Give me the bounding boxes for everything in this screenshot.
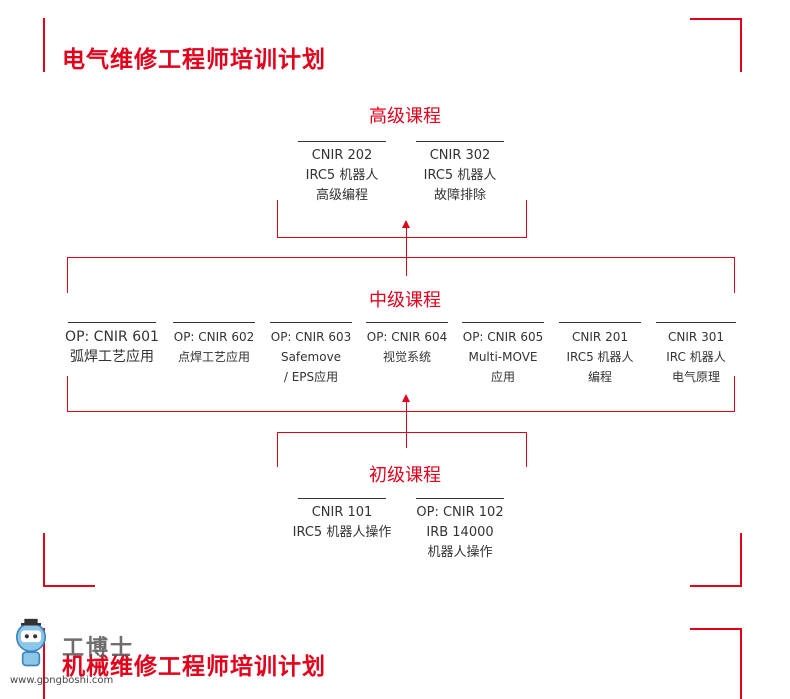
course-line: IRB 14000	[426, 525, 494, 540]
frame-corner-mid-right-v	[740, 533, 742, 587]
level-advanced-label: 高级课程	[369, 106, 441, 127]
course-line: IRC 机器人	[666, 350, 726, 364]
course-line: IRC5 机器人	[305, 168, 379, 183]
page-title-bottom: 机械维修工程师培训计划	[62, 654, 326, 680]
course-code: CNIR 202	[311, 148, 373, 163]
course-intermediate-7: CNIR 301 IRC 机器人 电气原理	[648, 322, 744, 387]
course-code: OP: CNIR 601	[65, 329, 159, 345]
frame-corner-bottom-right-h	[690, 628, 742, 630]
robot-mascot-logo	[15, 618, 46, 667]
intermediate-bracket-bottom	[67, 411, 735, 412]
course-line: IRC5 机器人	[423, 168, 497, 183]
course-code: OP: CNIR 102	[416, 505, 504, 520]
course-line: 应用	[490, 370, 515, 384]
level-intermediate-label: 中级课程	[369, 290, 441, 311]
course-advanced-1: CNIR 202 IRC5 机器人 高级编程	[296, 141, 388, 206]
level-beginner-label: 初级课程	[369, 465, 441, 486]
course-beginner-1: CNIR 101 IRC5 机器人操作	[286, 498, 398, 543]
course-divider	[462, 322, 544, 323]
course-line: IRC5 机器人操作	[292, 525, 392, 540]
course-line: 机器人操作	[427, 545, 493, 560]
intermediate-bracket-right-top	[734, 257, 735, 293]
course-line: Multi-MOVE	[468, 350, 538, 364]
arrow-up-icon	[402, 394, 410, 402]
course-intermediate-1: OP: CNIR 601 弧焊工艺应用	[63, 322, 161, 367]
course-line: 电气原理	[671, 370, 720, 384]
intermediate-bracket-left-bottom	[67, 376, 68, 412]
course-divider	[298, 498, 386, 499]
watermark-url: www.gongboshi.com	[10, 675, 114, 686]
course-code: CNIR 301	[668, 330, 724, 344]
course-intermediate-2: OP: CNIR 602 点焊工艺应用	[166, 322, 262, 367]
course-divider	[416, 498, 504, 499]
frame-corner-mid-right-h	[690, 585, 742, 587]
course-intermediate-5: OP: CNIR 605 Multi-MOVE 应用	[455, 322, 551, 387]
frame-corner-mid-left-v	[43, 533, 45, 587]
frame-corner-bottom-right-v	[740, 628, 742, 699]
frame-corner-bottom-left-v	[43, 628, 45, 699]
course-line: IRC5 机器人	[566, 350, 634, 364]
course-intermediate-3: OP: CNIR 603 Safemove / EPS应用	[263, 322, 359, 387]
course-beginner-2: OP: CNIR 102 IRB 14000 机器人操作	[410, 498, 510, 563]
course-divider	[173, 322, 255, 323]
beginner-bracket	[277, 432, 527, 467]
watermark-brand: 工博士	[62, 635, 135, 661]
course-intermediate-4: OP: CNIR 604 视觉系统	[359, 322, 455, 367]
course-divider	[416, 141, 504, 142]
course-line: 故障排除	[433, 188, 486, 203]
course-code: OP: CNIR 604	[366, 330, 448, 344]
intermediate-bracket-right-bottom	[734, 376, 735, 412]
course-code: CNIR 201	[572, 330, 628, 344]
frame-corner-top-right-v	[740, 18, 742, 72]
arrow-to-intermediate-line	[406, 400, 407, 448]
course-code: CNIR 101	[311, 505, 373, 520]
intermediate-bracket-left-top	[67, 257, 68, 293]
arrow-up-icon	[402, 220, 410, 228]
course-divider	[68, 322, 156, 323]
course-intermediate-6: CNIR 201 IRC5 机器人 编程	[552, 322, 648, 387]
course-code: OP: CNIR 603	[270, 330, 352, 344]
course-divider	[270, 322, 352, 323]
page-title: 电气维修工程师培训计划	[62, 47, 326, 73]
course-advanced-2: CNIR 302 IRC5 机器人 故障排除	[414, 141, 506, 206]
frame-corner-top-left-v	[43, 18, 45, 72]
course-line: 弧焊工艺应用	[70, 349, 154, 365]
course-code: OP: CNIR 605	[462, 330, 544, 344]
intermediate-bracket-top	[67, 257, 735, 258]
course-line: 高级编程	[315, 188, 368, 203]
arrow-to-advanced-line	[406, 226, 407, 276]
course-divider	[366, 322, 448, 323]
course-divider	[298, 141, 386, 142]
course-line: 编程	[587, 370, 612, 384]
advanced-bracket	[277, 200, 527, 238]
course-line: / EPS应用	[283, 370, 339, 384]
course-line: 视觉系统	[382, 350, 431, 364]
course-code: OP: CNIR 602	[173, 330, 255, 344]
course-code: CNIR 302	[429, 148, 491, 163]
course-divider	[656, 322, 736, 323]
course-line: Safemove	[280, 350, 342, 364]
course-divider	[559, 322, 641, 323]
frame-corner-top-right-h	[690, 18, 742, 20]
frame-corner-mid-left-h	[43, 585, 95, 587]
course-line: 点焊工艺应用	[177, 350, 250, 364]
